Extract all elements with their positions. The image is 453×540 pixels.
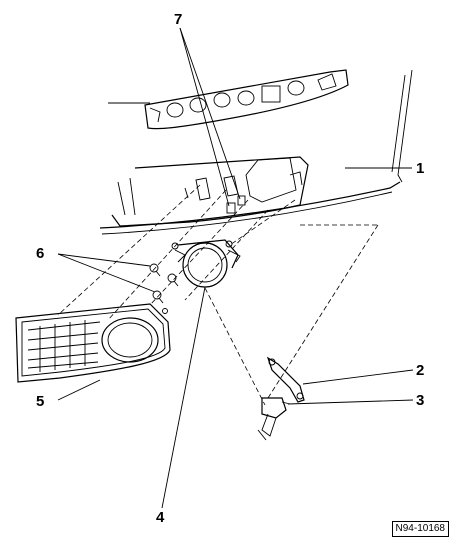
figure-reference-code: N94-10168 (391, 521, 449, 537)
bracket-icon (266, 356, 305, 403)
callout-5: 5 (36, 393, 45, 410)
callout-3: 3 (416, 392, 425, 409)
mounting-clip-icon (226, 195, 246, 214)
fog-light-housing-icon (171, 239, 241, 288)
callout-4: 4 (156, 509, 165, 526)
bumper-carrier (108, 69, 349, 130)
callout-2: 2 (416, 362, 425, 379)
grille-trim-icon (15, 303, 171, 383)
bulb-icon (257, 397, 291, 441)
leader-lines (57, 27, 414, 509)
callout-7: 7 (174, 11, 183, 28)
callout-1: 1 (416, 160, 425, 177)
bumper-cover (99, 69, 413, 235)
screw-icon (149, 263, 179, 314)
callout-6: 6 (36, 245, 45, 262)
assembly-guide-lines (57, 184, 379, 406)
